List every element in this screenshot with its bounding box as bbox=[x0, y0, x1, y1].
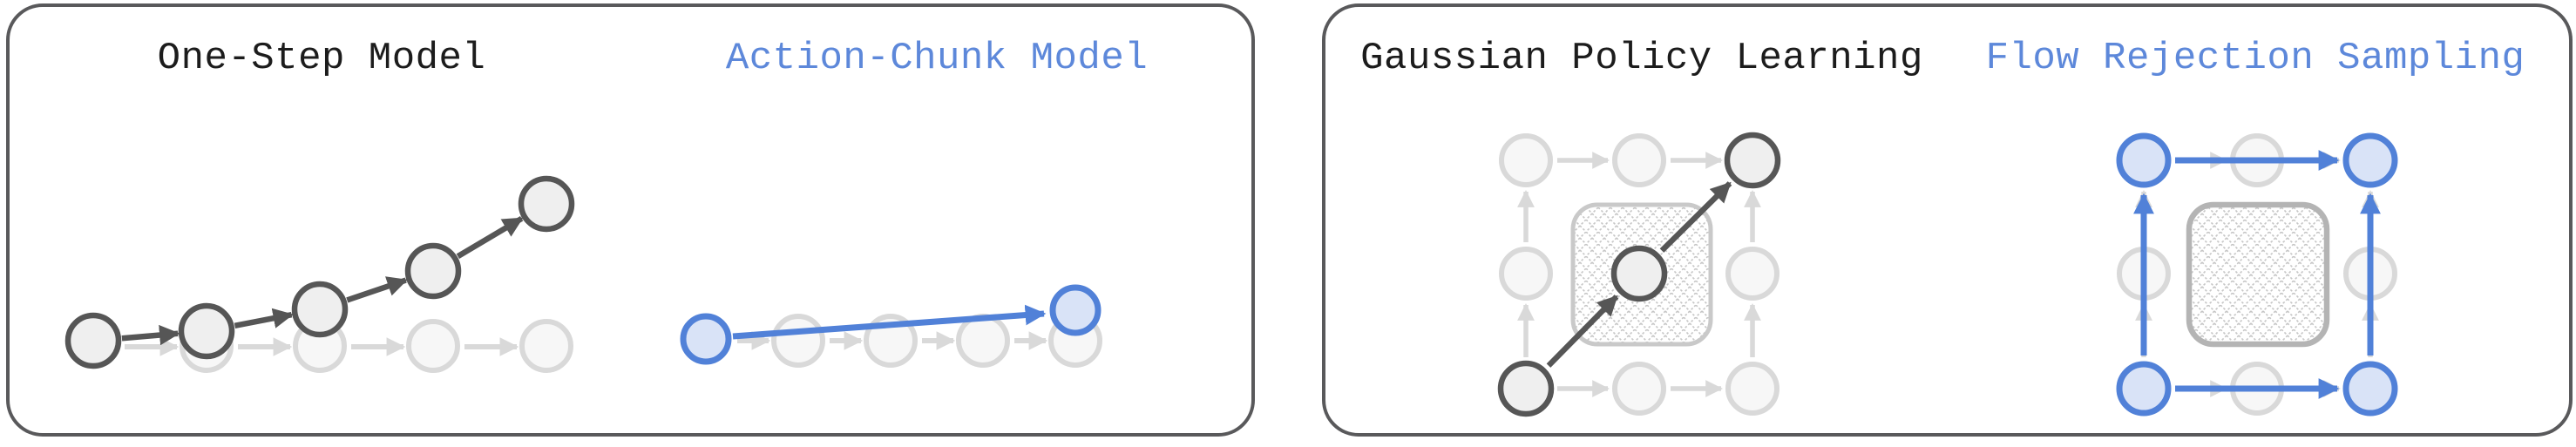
chunk-end-node bbox=[1049, 284, 1102, 336]
flow-node bbox=[2116, 361, 2172, 417]
state-node bbox=[64, 312, 122, 369]
one-step-arrow bbox=[346, 276, 408, 303]
state-node bbox=[518, 175, 575, 233]
title-gaussian-policy-learning: Gaussian Policy Learning bbox=[1360, 37, 1923, 80]
state-node bbox=[178, 302, 235, 360]
chunk-start-node bbox=[680, 313, 732, 365]
one-step-diagram bbox=[64, 175, 575, 373]
path-node bbox=[1724, 132, 1781, 189]
faded-grid-node bbox=[1499, 133, 1553, 187]
title-one-step-model: One-Step Model bbox=[157, 37, 486, 80]
title-action-chunk-model: Action-Chunk Model bbox=[725, 37, 1149, 80]
faded-grid-node bbox=[1612, 362, 1666, 416]
one-step-arrow bbox=[234, 308, 294, 328]
faded-state-node bbox=[771, 314, 825, 368]
flow-node bbox=[2342, 132, 2398, 188]
faded-grid-node bbox=[1612, 133, 1666, 187]
action-chunk-arrow bbox=[732, 304, 1047, 340]
path-node bbox=[1610, 245, 1668, 302]
flow-node bbox=[2116, 132, 2172, 188]
action-chunk-diagram bbox=[680, 284, 1102, 368]
faded-state-node bbox=[519, 319, 573, 373]
faded-grid-node bbox=[1499, 247, 1553, 301]
gaussian-sample-arrow bbox=[1659, 181, 1732, 253]
faded-grid-node bbox=[1725, 362, 1779, 416]
path-node bbox=[1497, 360, 1555, 417]
one-step-arrow bbox=[456, 216, 524, 259]
faded-state-node bbox=[956, 314, 1010, 368]
flow-rejection-diagram bbox=[2116, 132, 2398, 417]
obstacle-hatch-region bbox=[2186, 201, 2330, 348]
gaussian-sample-arrow bbox=[1546, 295, 1619, 368]
faded-state-node bbox=[406, 319, 460, 373]
state-node bbox=[291, 281, 349, 338]
state-node bbox=[404, 242, 462, 300]
gaussian-policy-diagram bbox=[1497, 132, 1781, 417]
title-flow-rejection-sampling: Flow Rejection Sampling bbox=[1985, 37, 2525, 80]
flow-node bbox=[2342, 361, 2398, 417]
one-step-arrow bbox=[121, 324, 180, 346]
faded-grid-node bbox=[1725, 247, 1779, 301]
